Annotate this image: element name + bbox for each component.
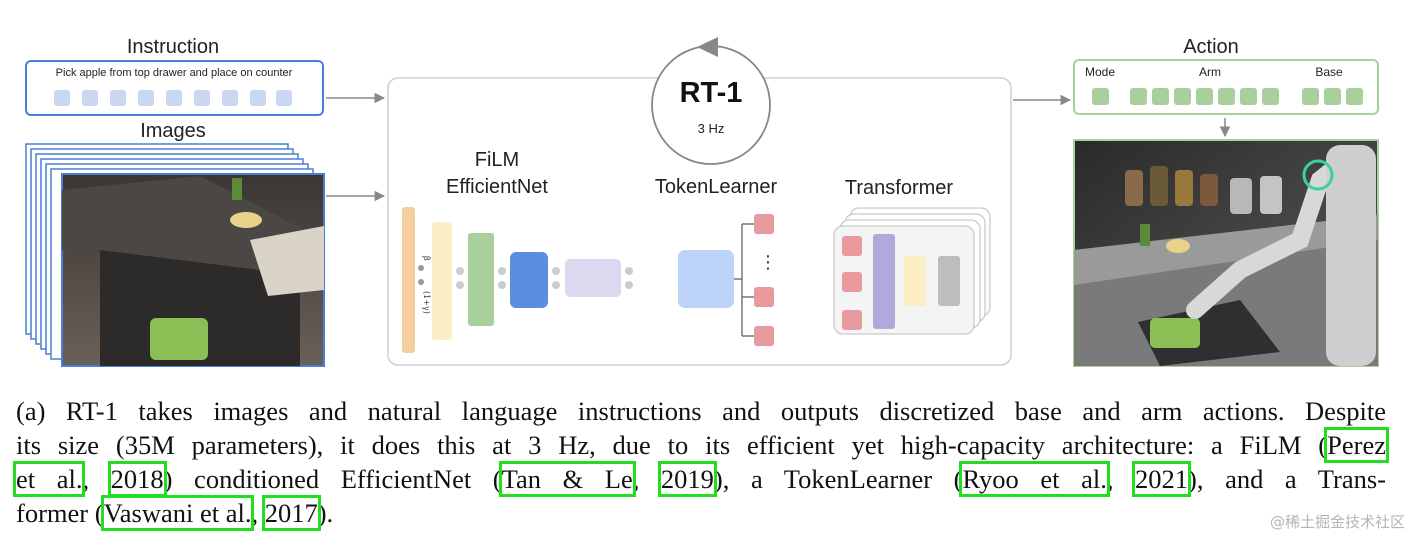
learned-token <box>754 326 774 346</box>
caption-text: , <box>632 464 661 494</box>
efficientnet-block-lavender <box>565 259 621 297</box>
instruction-box <box>25 60 324 116</box>
effnet-connector-dots-2 <box>552 267 560 289</box>
film-connector-dots <box>456 267 464 289</box>
citation-link-ryoo[interactable]: Ryoo et al. <box>959 461 1110 497</box>
images-title: Images <box>140 120 206 142</box>
action-base-token <box>1346 88 1363 105</box>
learned-token <box>754 214 774 234</box>
film-input-bar <box>402 207 415 353</box>
instruction-token <box>166 90 182 106</box>
caption-text: (a) RT-1 takes images and natural langua… <box>16 396 1386 426</box>
film-layer-bar <box>432 222 452 340</box>
instruction-tokens <box>54 90 292 106</box>
effnet-connector-dots-3 <box>625 267 633 289</box>
film-beta-dot <box>418 265 424 271</box>
caption-text: , <box>82 464 111 494</box>
action-arm-token <box>1130 88 1147 105</box>
cycle-arrow-icon <box>697 37 718 57</box>
action-base-token <box>1302 88 1319 105</box>
citation-link-2021[interactable]: 2021 <box>1132 461 1192 497</box>
caption-text: ), a TokenLearner ( <box>713 464 963 494</box>
transformer-output-block <box>938 256 960 306</box>
transformer-token <box>842 272 862 292</box>
rt1-architecture-diagram: Instruction Pick apple from top drawer a… <box>25 36 1379 367</box>
action-arm-token <box>1174 88 1191 105</box>
transformer-label: Transformer <box>845 177 954 199</box>
effnet-connector-dots-1 <box>498 267 506 289</box>
action-base-label: Base <box>1315 65 1343 79</box>
watermark: @稀土掘金技术社区 <box>1269 513 1405 531</box>
citation-link-perez-etal[interactable]: et al. <box>12 461 86 497</box>
camera-image <box>61 173 325 367</box>
instruction-title: Instruction <box>127 36 219 58</box>
instruction-token <box>222 90 238 106</box>
figure-caption: (a) RT-1 takes images and natural langua… <box>12 394 1389 531</box>
action-title: Action <box>1183 36 1239 58</box>
efficientnet-block-blue <box>510 252 548 308</box>
instruction-token <box>250 90 266 106</box>
instruction-token <box>54 90 70 106</box>
caption-line-4: former (Vaswani et al., 2017). <box>16 495 1386 531</box>
model-rate: 3 Hz <box>698 121 725 136</box>
transformer-token <box>842 310 862 330</box>
action-mode-label: Mode <box>1085 65 1115 79</box>
caption-text: its size (35M parameters), it does this … <box>16 430 1328 460</box>
caption-text: , <box>251 498 265 528</box>
caption-line-2: its size (35M parameters), it does this … <box>16 427 1389 463</box>
efficientnet-block-green <box>468 233 494 326</box>
action-arm-token <box>1240 88 1257 105</box>
instruction-token <box>194 90 210 106</box>
action-arm-token <box>1196 88 1213 105</box>
film-gamma-glyph: (1+γ) <box>422 291 431 314</box>
robot-photo <box>1073 139 1379 367</box>
token-ellipsis: ⋮ <box>759 252 777 273</box>
learned-token <box>754 287 774 307</box>
transformer-token <box>842 236 862 256</box>
action-arm-token <box>1152 88 1169 105</box>
citation-link-vaswani[interactable]: Vaswani et al. <box>100 495 255 531</box>
instruction-token <box>110 90 126 106</box>
action-tokens <box>1092 88 1363 105</box>
film-beta-glyph: β <box>422 256 431 261</box>
film-gamma-dot <box>418 279 424 285</box>
citation-link-2018[interactable]: 2018 <box>107 461 167 497</box>
film-label: FiLM <box>475 149 519 171</box>
efficientnet-label: EfficientNet <box>446 176 548 198</box>
instruction-token <box>276 90 292 106</box>
model-name: RT-1 <box>680 77 743 109</box>
action-arm-token <box>1262 88 1279 105</box>
citation-link-perez[interactable]: Perez <box>1324 427 1389 463</box>
action-base-token <box>1324 88 1341 105</box>
citation-link-2017[interactable]: 2017 <box>261 495 321 531</box>
instruction-token <box>82 90 98 106</box>
citation-link-2019[interactable]: 2019 <box>657 461 717 497</box>
action-mode-token <box>1092 88 1109 105</box>
action-arm-label: Arm <box>1199 65 1221 79</box>
tokenlearner-block <box>678 250 734 308</box>
citation-link-tan-le[interactable]: Tan & Le <box>498 461 636 497</box>
caption-text: ) conditioned EfficientNet ( <box>163 464 502 494</box>
caption-text: , <box>1106 464 1136 494</box>
tokenlearner-label: TokenLearner <box>655 176 778 198</box>
caption-text: former ( <box>16 498 104 528</box>
caption-text: ), and a Trans- <box>1188 464 1387 494</box>
caption-line-1: (a) RT-1 takes images and natural langua… <box>16 394 1386 428</box>
caption-text: ). <box>317 498 334 528</box>
transformer-ffn-block <box>904 256 926 306</box>
instruction-text: Pick apple from top drawer and place on … <box>56 67 293 79</box>
transformer-attention-bar <box>873 234 895 329</box>
tokenlearner-branches <box>734 223 754 337</box>
instruction-token <box>138 90 154 106</box>
action-arm-token <box>1218 88 1235 105</box>
caption-line-3: et al., 2018) conditioned EfficientNet (… <box>12 461 1387 497</box>
